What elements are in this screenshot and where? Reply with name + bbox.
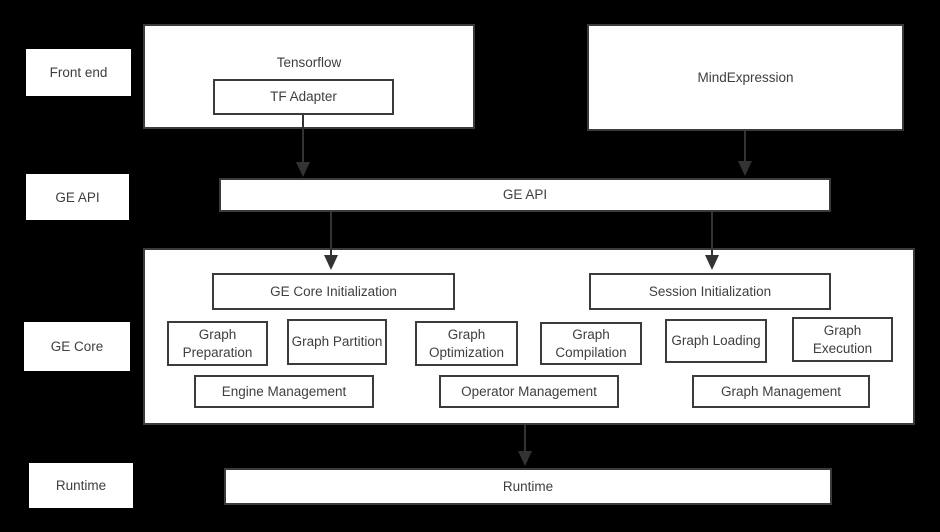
session-initialization-box: Session Initialization bbox=[589, 273, 831, 310]
session-initialization-label: Session Initialization bbox=[648, 283, 772, 299]
graph-preparation-label: Graph Preparation bbox=[182, 326, 253, 360]
graph-partition-label: Graph Partition bbox=[291, 334, 383, 350]
tf-adapter-box: TF Adapter bbox=[213, 79, 394, 115]
ge-core-initialization-label: GE Core Initialization bbox=[270, 283, 397, 299]
engine-management-box: Engine Management bbox=[194, 375, 374, 408]
graph-partition-box: Graph Partition bbox=[287, 319, 387, 365]
graph-loading-box: Graph Loading bbox=[665, 319, 767, 363]
graph-execution-label: Graph Execution bbox=[812, 322, 873, 356]
mindexpression-box: MindExpression bbox=[587, 24, 904, 131]
tf-adapter-label: TF Adapter bbox=[270, 89, 337, 105]
graph-loading-label: Graph Loading bbox=[671, 333, 761, 349]
arrow-ge-core-to-runtime bbox=[518, 425, 532, 466]
graph-management-box: Graph Management bbox=[692, 375, 870, 408]
graph-optimization-label: Graph Optimization bbox=[428, 326, 505, 360]
row-label-ge-api: GE API bbox=[26, 174, 129, 220]
tensorflow-label: Tensorflow bbox=[276, 55, 342, 70]
operator-management-label: Operator Management bbox=[461, 383, 597, 399]
ge-api-label: GE API bbox=[502, 187, 548, 203]
graph-management-label: Graph Management bbox=[720, 383, 842, 399]
ge-api-bar: GE API bbox=[219, 178, 831, 212]
graph-execution-box: Graph Execution bbox=[792, 317, 893, 362]
runtime-label: Runtime bbox=[502, 478, 554, 494]
ge-core-initialization-box: GE Core Initialization bbox=[212, 273, 455, 310]
ge-core-box: GE Core Initialization Session Initializ… bbox=[143, 248, 915, 425]
operator-management-box: Operator Management bbox=[439, 375, 619, 408]
row-label-ge-core: GE Core bbox=[24, 322, 130, 371]
runtime-bar: Runtime bbox=[224, 468, 832, 505]
tensorflow-box: Tensorflow TF Adapter bbox=[143, 24, 475, 129]
row-label-runtime: Runtime bbox=[29, 463, 133, 508]
graph-optimization-box: Graph Optimization bbox=[415, 321, 518, 366]
arrow-mindexpression-to-ge-api bbox=[738, 131, 752, 176]
engine-management-label: Engine Management bbox=[221, 383, 347, 399]
graph-compilation-box: Graph Compilation bbox=[540, 322, 642, 365]
graph-preparation-box: Graph Preparation bbox=[167, 321, 268, 366]
row-label-front-end: Front end bbox=[26, 49, 131, 96]
graph-compilation-label: Graph Compilation bbox=[555, 326, 627, 360]
mindexpression-label: MindExpression bbox=[697, 69, 794, 85]
